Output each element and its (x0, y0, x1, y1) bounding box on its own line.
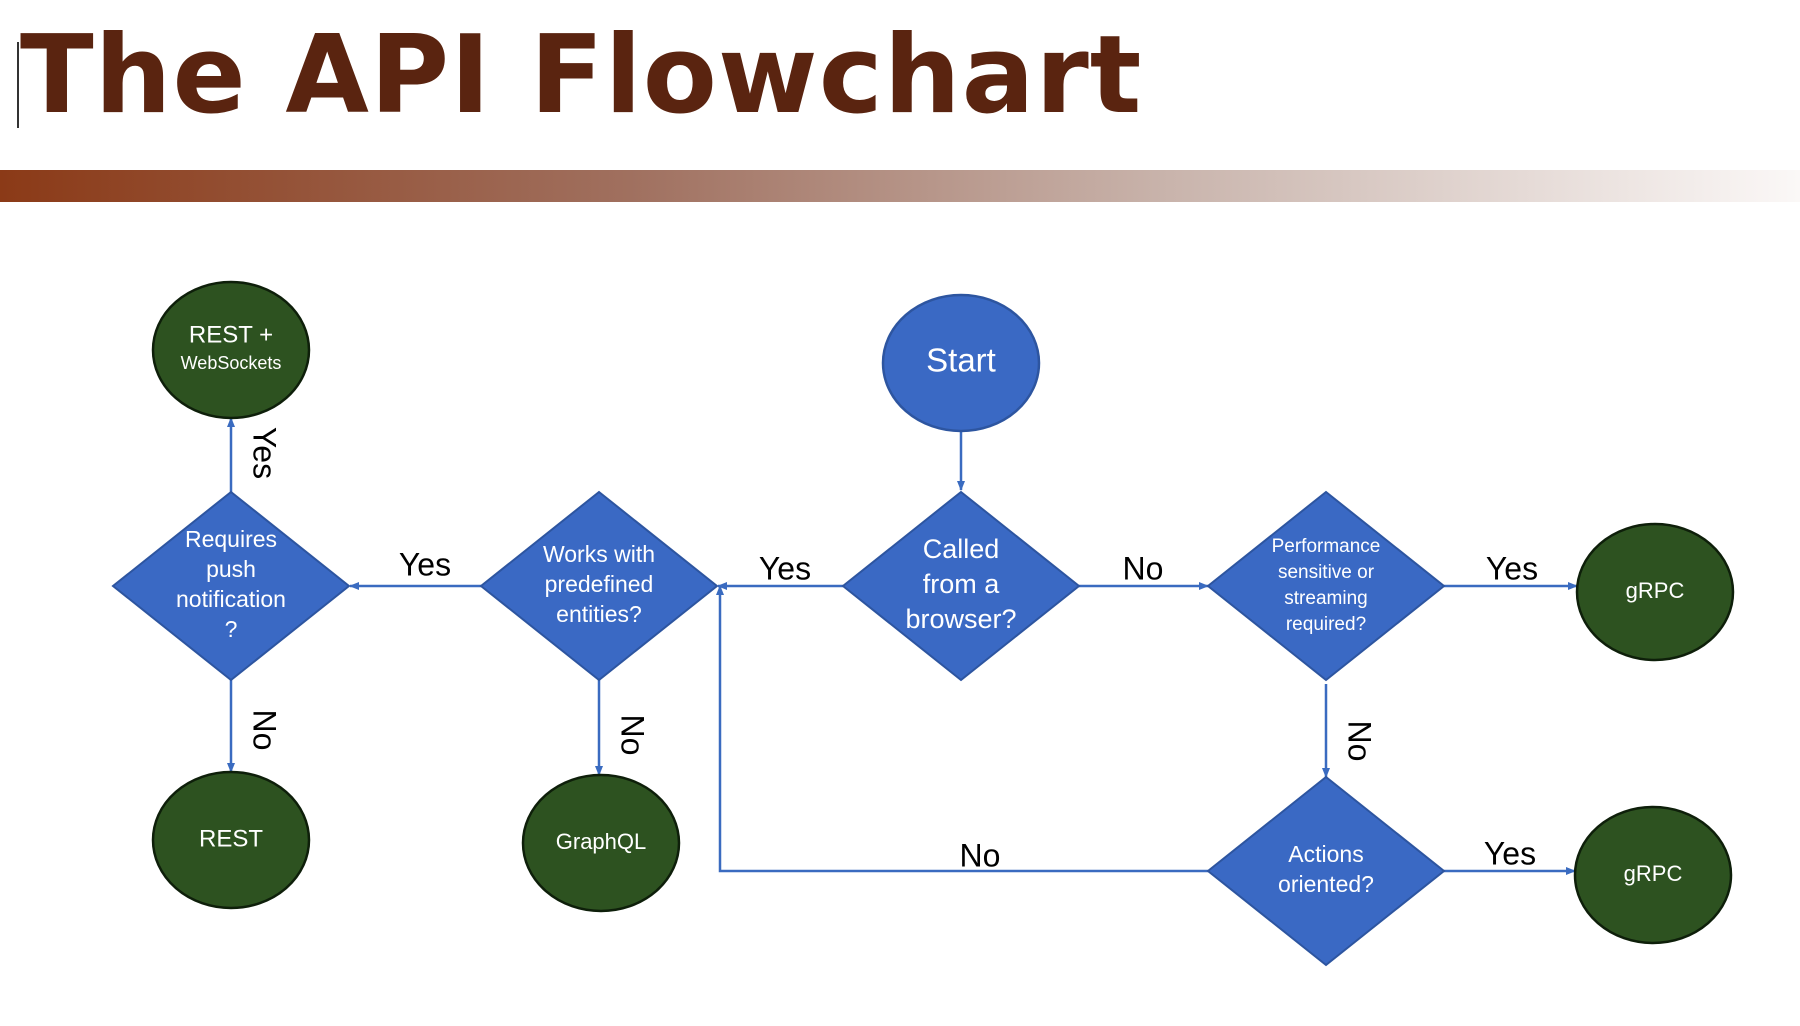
edge-label-no: No (615, 715, 651, 756)
node-label-line: streaming (1284, 588, 1367, 609)
node-browser-decision: Called from a browser? (841, 490, 1081, 682)
node-label-line: Called (923, 534, 1000, 564)
node-label-line: oriented? (1278, 871, 1374, 897)
node-label-line: GraphQL (556, 829, 647, 854)
edge-actions-to-entities (716, 585, 1208, 873)
node-grpc-2-terminal: gRPC (1573, 805, 1733, 945)
node-perf-decision: Performance sensitive or streaming required… (1206, 490, 1446, 682)
node-grpc-1-terminal: gRPC (1575, 522, 1735, 662)
node-label-line: ? (225, 616, 238, 642)
node-label-line: Actions (1288, 841, 1363, 867)
node-rest-ws-terminal: REST + WebSockets (151, 280, 311, 420)
edge-label-yes: Yes (399, 546, 451, 582)
edge-label-yes: Yes (1486, 550, 1538, 586)
title-gradient-bar (0, 170, 1800, 202)
node-label-line: Works with (543, 541, 655, 567)
node-label-line: entities? (556, 601, 642, 627)
terminal-circle (151, 280, 311, 420)
edge-label-yes: Yes (759, 550, 811, 586)
terminal-circle (1573, 805, 1733, 945)
node-label-line: notification (176, 586, 286, 612)
node-push-decision: Requires push notification? (111, 490, 351, 682)
decision-diamond (1206, 490, 1446, 682)
node-graphql-terminal: GraphQL (521, 773, 681, 913)
edge-label-no: No (1123, 550, 1164, 586)
node-start-terminal: Start (881, 293, 1041, 433)
start-circle (881, 293, 1041, 433)
decision-diamond (841, 490, 1081, 682)
node-label-line: REST + (189, 321, 273, 348)
node-label-line: from a (923, 569, 1001, 599)
node-label-line: Start (926, 342, 996, 379)
decision-diamond (479, 490, 719, 682)
node-label-line: browser? (905, 604, 1016, 634)
terminal-circle (1575, 522, 1735, 662)
text-cursor (17, 42, 19, 128)
node-actions-decision: Actions oriented? (1206, 775, 1446, 967)
node-rest-terminal: REST (151, 770, 311, 910)
node-label-line: gRPC (1626, 578, 1685, 603)
edge-label-no: No (247, 710, 283, 751)
edge-label-yes: Yes (247, 427, 283, 479)
node-label-line: Performance (1272, 536, 1381, 557)
node-label-line: predefined (545, 571, 654, 597)
node-entities-decision: Works with predefined entities? (479, 490, 719, 682)
node-label-line: required? (1286, 614, 1366, 635)
node-label-line: push (206, 556, 256, 582)
node-label-line: Requires (185, 526, 277, 552)
edge-label-yes: Yes (1484, 835, 1536, 871)
terminal-circle (521, 773, 681, 913)
page-title: The API Flowchart (20, 13, 1143, 138)
terminal-circle (151, 770, 311, 910)
node-label-line: REST (199, 825, 263, 852)
decision-diamond (111, 490, 351, 682)
node-label-line: gRPC (1624, 861, 1683, 886)
edge-label-no: No (1342, 721, 1378, 762)
decision-diamond (1206, 775, 1446, 967)
node-label-line: WebSockets (181, 353, 282, 373)
node-label-line: sensitive or (1278, 562, 1375, 583)
edge-label-no: No (960, 837, 1001, 873)
